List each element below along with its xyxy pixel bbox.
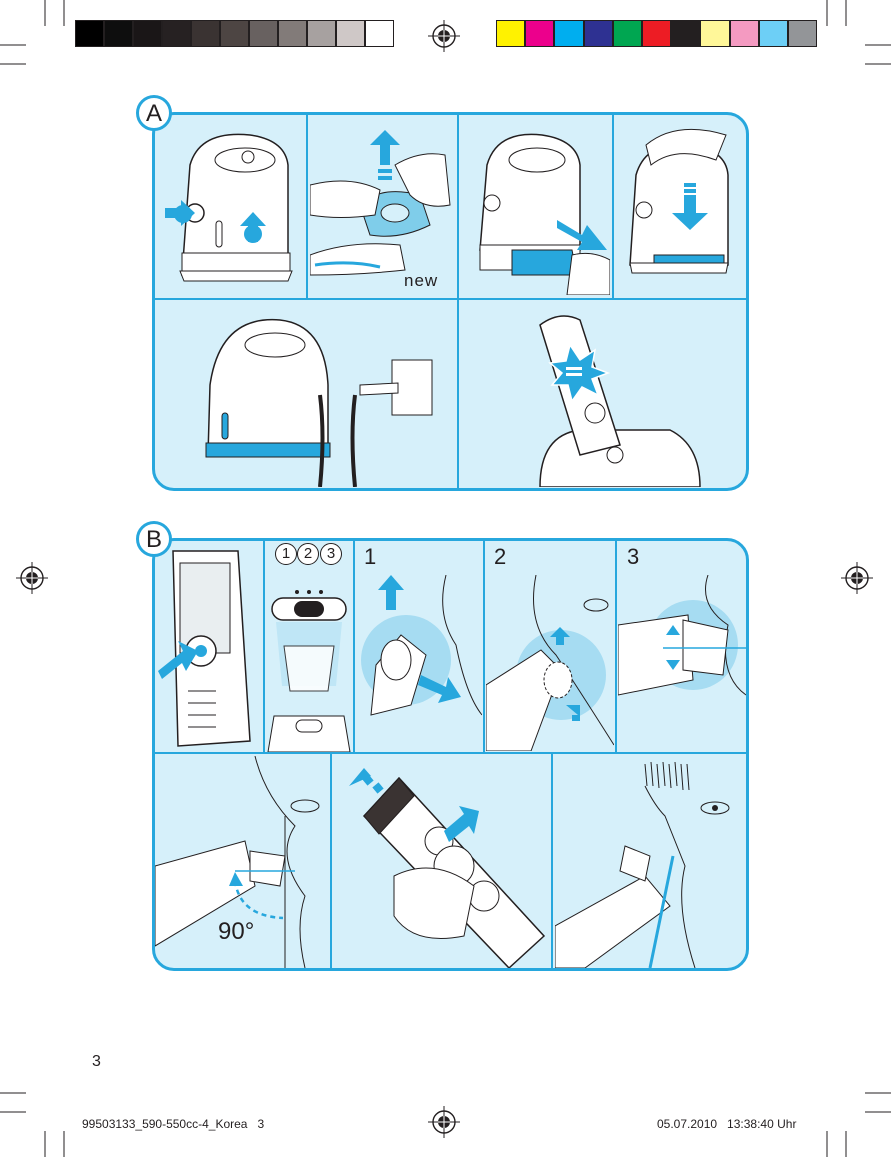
angle-label: 90° xyxy=(218,918,255,945)
divider xyxy=(551,754,553,968)
calibration-swatch xyxy=(612,20,642,47)
calibration-swatch xyxy=(133,20,162,47)
divider xyxy=(155,298,746,300)
calibration-swatch xyxy=(220,20,249,47)
cartridge-label: new xyxy=(404,271,439,290)
calibration-swatch xyxy=(700,20,730,47)
calibration-swatch xyxy=(788,20,818,47)
setting-label-1: 1 xyxy=(275,543,297,565)
cartridge-removal-illustration xyxy=(310,130,451,276)
calibration-swatch xyxy=(278,20,307,47)
step-number-2: 2 xyxy=(494,544,507,569)
calibration-swatch xyxy=(583,20,613,47)
divider xyxy=(483,541,485,752)
setting-label-3: 3 xyxy=(320,543,342,565)
calibration-swatch xyxy=(307,20,336,47)
section-b-badge: B xyxy=(136,521,172,557)
calibration-swatch xyxy=(525,20,555,47)
page-number: 3 xyxy=(92,1053,101,1070)
trim-edge-illustration xyxy=(618,575,746,696)
cleaning-station-illustration xyxy=(179,133,293,282)
divider xyxy=(306,115,308,298)
setting-label-2: 2 xyxy=(297,543,319,565)
step-number-3: 3 xyxy=(627,544,640,569)
section-a-badge: A xyxy=(136,95,172,131)
footer-timestamp: 05.07.2010 13:38:40 Uhr xyxy=(657,1117,797,1131)
calibration-swatch xyxy=(191,20,220,47)
divider xyxy=(457,300,459,488)
calibration-swatch xyxy=(671,20,701,47)
trim-angle-illustration xyxy=(155,756,320,968)
divider xyxy=(353,541,355,752)
divider xyxy=(615,541,617,752)
shaver-unlock-illustration xyxy=(158,550,251,747)
divider xyxy=(155,752,746,754)
arrow-up-icon xyxy=(240,212,266,242)
footer-job-name: 99503133_590-550cc-4_Korea 3 xyxy=(82,1117,265,1131)
cartridge-insertion-illustration xyxy=(479,133,610,295)
divider xyxy=(457,115,459,298)
registration-mark-icon xyxy=(428,1106,460,1138)
registration-mark-icon xyxy=(16,562,48,594)
trimmer-release-illustration xyxy=(349,768,546,968)
arrow-right-icon xyxy=(165,200,195,226)
calibration-swatch xyxy=(104,20,133,47)
divider xyxy=(263,541,265,752)
registration-mark-icon xyxy=(841,562,873,594)
calibration-swatch xyxy=(336,20,365,47)
trim-side-illustration xyxy=(486,575,614,751)
calibration-swatch xyxy=(554,20,584,47)
calibration-swatch xyxy=(758,20,788,47)
calibration-swatch xyxy=(162,20,191,47)
station-lock-illustration xyxy=(629,128,729,274)
calibration-swatch xyxy=(642,20,672,47)
station-plug-in-illustration xyxy=(205,318,433,487)
trimmer-attachment-illustration xyxy=(267,590,351,752)
divider xyxy=(612,115,614,298)
sideburn-trim-illustration xyxy=(555,761,730,968)
trim-direction-illustration xyxy=(361,575,482,716)
calibration-swatch xyxy=(365,20,394,47)
step-number-1: 1 xyxy=(364,544,377,569)
calibration-swatch xyxy=(496,20,526,47)
calibration-swatch xyxy=(729,20,759,47)
divider xyxy=(330,754,332,968)
registration-mark-icon xyxy=(428,20,460,52)
calibration-swatch xyxy=(75,20,104,47)
calibration-swatch xyxy=(249,20,278,47)
shaver-in-station-illustration xyxy=(539,315,701,487)
